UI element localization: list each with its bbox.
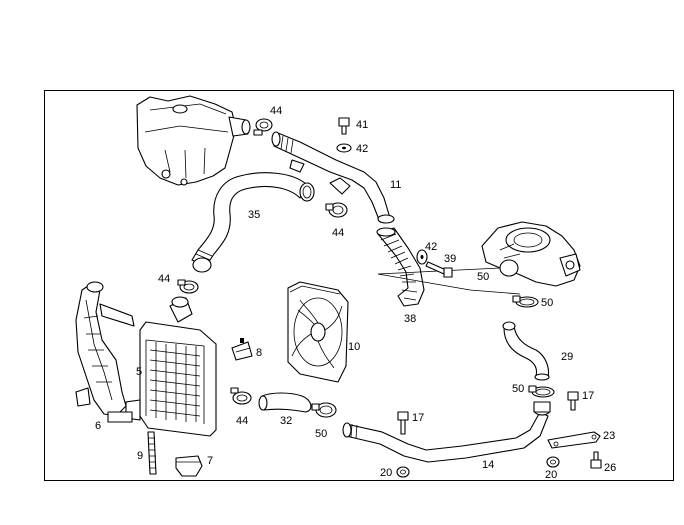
callout-35: 35	[248, 209, 260, 221]
callout-50: 50	[512, 383, 524, 395]
callout-41: 41	[356, 119, 368, 131]
callout-42: 42	[425, 241, 437, 253]
callout-38: 38	[404, 313, 416, 325]
bracket-7	[175, 455, 203, 477]
callout-23: 23	[603, 430, 615, 442]
callout-50: 50	[541, 297, 553, 309]
hose-clamp-44-middle	[325, 202, 348, 218]
sensor-8	[231, 338, 253, 361]
callout-50: 50	[315, 428, 327, 440]
nut-20-middle	[396, 466, 410, 478]
callout-32: 32	[280, 415, 292, 427]
callout-26: 26	[604, 462, 616, 474]
pipe-14	[342, 401, 551, 463]
callout-14: 14	[482, 459, 494, 471]
callout-44: 44	[270, 105, 282, 117]
callout-8: 8	[256, 347, 262, 359]
bolt-39	[425, 261, 453, 278]
callout-labels: 44 41 42 11 35 44 42 39 50 50 44 38 10 8…	[95, 105, 616, 481]
bolt-41	[338, 117, 350, 135]
nut-20-right	[546, 456, 560, 468]
hose-clamp-50-lower-right	[528, 385, 555, 398]
callout-44: 44	[236, 415, 248, 427]
hose-29	[502, 321, 550, 381]
washer-42-turbo	[416, 249, 428, 265]
callout-5: 5	[136, 366, 142, 378]
hose-clamp-44-left	[177, 279, 199, 294]
callout-20: 20	[380, 467, 392, 479]
turbocharger	[377, 221, 581, 295]
hose-32	[258, 392, 312, 413]
bracket-6	[75, 281, 135, 423]
hose-clamp-50-bottom	[311, 402, 337, 418]
callout-20: 20	[545, 469, 557, 481]
callout-50: 50	[477, 271, 489, 283]
fan-shroud-10	[287, 281, 349, 383]
corrugated-hose-38	[376, 227, 425, 307]
diagram-frame	[44, 90, 674, 481]
washer-42	[336, 143, 352, 153]
callout-44: 44	[332, 227, 344, 239]
bolt-26	[590, 451, 602, 469]
callout-29: 29	[561, 351, 573, 363]
hose-clamp-44-bottom	[230, 387, 252, 405]
hose-clamp-44-top	[253, 118, 273, 136]
hose-clamp-50-right	[512, 295, 539, 308]
callout-10: 10	[348, 341, 360, 353]
bracket-23	[547, 431, 601, 449]
callout-17: 17	[412, 412, 424, 424]
bolt-17-middle	[397, 411, 409, 435]
intake-pipe-11	[271, 131, 395, 224]
stud-9	[147, 431, 157, 475]
callout-7: 7	[207, 455, 213, 467]
callout-11: 11	[390, 179, 401, 191]
callout-17: 17	[582, 390, 594, 402]
air-filter-housing	[136, 95, 251, 186]
callout-42: 42	[356, 143, 368, 155]
intercooler-5	[125, 296, 217, 437]
hose-35	[191, 172, 315, 273]
callout-39: 39	[444, 253, 456, 265]
callout-6: 6	[95, 420, 101, 432]
callout-44: 44	[158, 273, 170, 285]
callout-9: 9	[137, 450, 143, 462]
bolt-17-right	[567, 391, 579, 411]
